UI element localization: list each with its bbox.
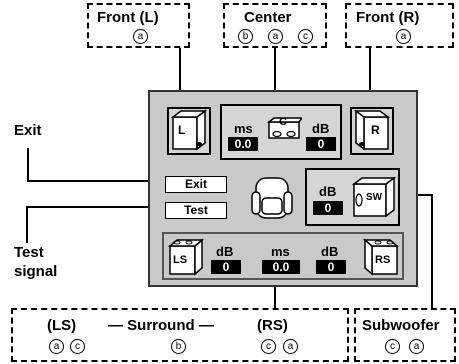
speaker-sw-letter: SW: [366, 192, 383, 203]
center-label: Center: [244, 9, 292, 26]
speaker-panel: L ms 0.0 C dB 0 R Exit Test: [148, 90, 418, 287]
mark-a: a: [409, 339, 424, 354]
subwoofer-db-unit: dB: [319, 184, 337, 199]
speaker-l-icon: [170, 109, 208, 151]
surround-box: LS dB 0 ms 0.0 dB 0 RS: [162, 232, 404, 280]
mark-a: a: [396, 29, 411, 44]
center-ms-unit: ms: [234, 121, 253, 136]
speaker-ls-icon: [167, 238, 205, 276]
front-l-box: Front (L) a: [87, 3, 190, 48]
exit-side-label: Exit: [14, 122, 42, 139]
mark-c: c: [261, 339, 276, 354]
mark-a: a: [133, 29, 148, 44]
center-db-unit: dB: [312, 121, 330, 136]
speaker-rs-box: RS: [362, 237, 400, 277]
center-speaker-box: ms 0.0 C dB 0: [220, 104, 342, 160]
test-button[interactable]: Test: [165, 202, 227, 219]
speaker-r-icon: [353, 109, 391, 151]
listener-seat-icon: [251, 177, 293, 219]
center-db-value: 0: [306, 137, 336, 151]
surround-title: — Surround —: [108, 317, 214, 334]
test-signal-label-line1: Test: [14, 244, 44, 261]
mark-c: c: [70, 339, 85, 354]
speaker-c-icon: [266, 117, 302, 139]
center-ms-value: 0.0: [228, 137, 258, 151]
rs-db-unit: dB: [321, 244, 339, 259]
exit-connector: [27, 148, 164, 182]
front-l-label: Front (L): [97, 9, 159, 26]
surround-ms-unit: ms: [271, 244, 290, 259]
test-signal-label-line2: signal: [14, 263, 58, 280]
subwoofer-box: dB 0 SW: [305, 168, 400, 226]
surround-rs-label: (RS): [257, 317, 288, 334]
mark-a: a: [268, 29, 283, 44]
subwoofer-db-value: 0: [313, 201, 343, 215]
mark-a: a: [49, 339, 64, 354]
speaker-c-letter: C: [279, 116, 287, 128]
mark-c: c: [385, 339, 400, 354]
surround-ls-label: (LS): [47, 317, 77, 334]
test-connector: [26, 206, 164, 243]
mark-b: b: [238, 29, 253, 44]
front-r-label: Front (R): [356, 9, 420, 26]
mark-a: a: [283, 339, 298, 354]
ls-db-value: 0: [211, 260, 241, 274]
subwoofer-label: Subwoofer: [362, 317, 440, 334]
ls-db-unit: dB: [216, 244, 234, 259]
surround-ms-value: 0.0: [262, 260, 300, 274]
speaker-l-letter: L: [178, 123, 186, 137]
speaker-l-box: L: [167, 107, 211, 155]
mark-c: c: [298, 29, 313, 44]
speaker-r-box: R: [350, 107, 394, 155]
mark-b: b: [171, 339, 186, 354]
center-box: Center b a c: [223, 3, 327, 48]
speaker-rs-letter: RS: [375, 254, 391, 266]
speaker-ls-box: LS: [167, 237, 205, 277]
speaker-ls-letter: LS: [173, 254, 188, 266]
front-r-box: Front (R) a: [345, 3, 454, 48]
speaker-sw-icon: [352, 176, 397, 218]
rs-db-value: 0: [316, 260, 346, 274]
exit-button[interactable]: Exit: [165, 176, 227, 193]
speaker-r-letter: R: [371, 123, 380, 137]
subwoofer-label-box: Subwoofer c a: [354, 308, 456, 362]
surround-label-box: (LS) — Surround — (RS) a c b c a: [11, 308, 349, 362]
speaker-rs-icon: [362, 238, 400, 276]
